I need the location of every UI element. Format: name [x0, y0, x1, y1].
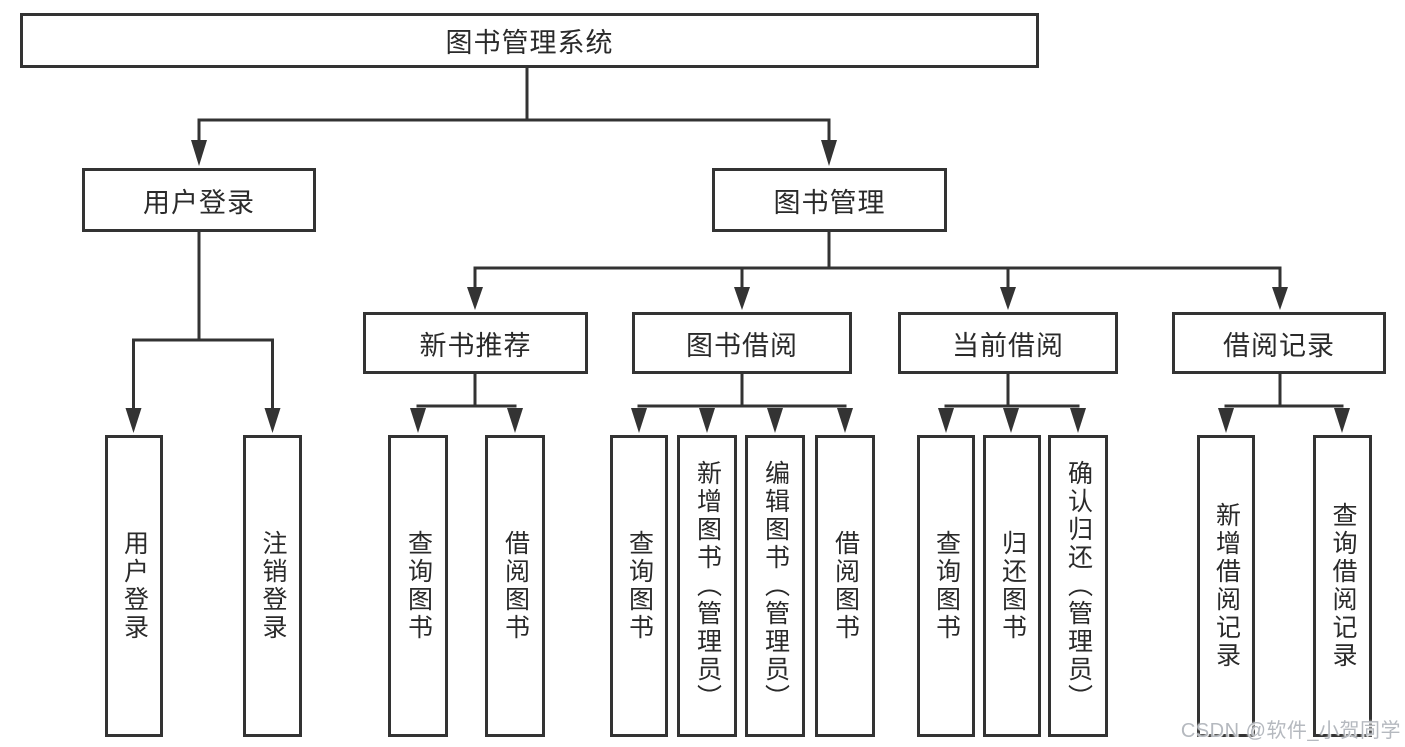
leaf-query-books-current: 查询图书 [917, 435, 975, 737]
node-current-borrow: 当前借阅 [898, 312, 1118, 374]
connector-book-mgmt-to-level3 [467, 230, 1288, 310]
node-book-borrow: 图书借阅 [632, 312, 852, 374]
leaf-borrow-books-recommend: 借阅图书 [485, 435, 545, 737]
connector-root-to-level2 [191, 66, 837, 166]
node-book-management: 图书管理 [712, 168, 947, 232]
leaf-borrow-books: 借阅图书 [815, 435, 875, 737]
connector-new-books-to-leaves [410, 372, 523, 433]
connector-borrow-records-to-leaves [1218, 372, 1350, 433]
leaf-query-books-recommend: 查询图书 [388, 435, 448, 737]
node-borrow-records: 借阅记录 [1172, 312, 1386, 374]
watermark: CSDN @软件_小贺同学 [1180, 720, 1401, 742]
leaf-confirm-return-admin: 确认归还（管理员） [1048, 435, 1108, 737]
leaf-add-books-admin: 新增图书（管理员） [677, 435, 737, 737]
connector-book-borrow-to-leaves [631, 372, 853, 433]
leaf-edit-books-admin: 编辑图书（管理员） [745, 435, 805, 737]
connector-current-borrow-to-leaves [938, 372, 1086, 433]
connector-user-login-to-leaves [125, 230, 281, 433]
leaf-logout: 注销登录 [243, 435, 302, 737]
node-user-login: 用户登录 [82, 168, 316, 232]
leaf-query-books-borrow: 查询图书 [610, 435, 668, 737]
leaf-return-books: 归还图书 [983, 435, 1041, 737]
node-new-book-recommend: 新书推荐 [363, 312, 588, 374]
leaf-add-borrow-record: 新增借阅记录 [1197, 435, 1255, 737]
leaf-query-borrow-record: 查询借阅记录 [1313, 435, 1372, 737]
node-root-library-system: 图书管理系统 [20, 13, 1039, 68]
leaf-user-login: 用户登录 [105, 435, 163, 737]
